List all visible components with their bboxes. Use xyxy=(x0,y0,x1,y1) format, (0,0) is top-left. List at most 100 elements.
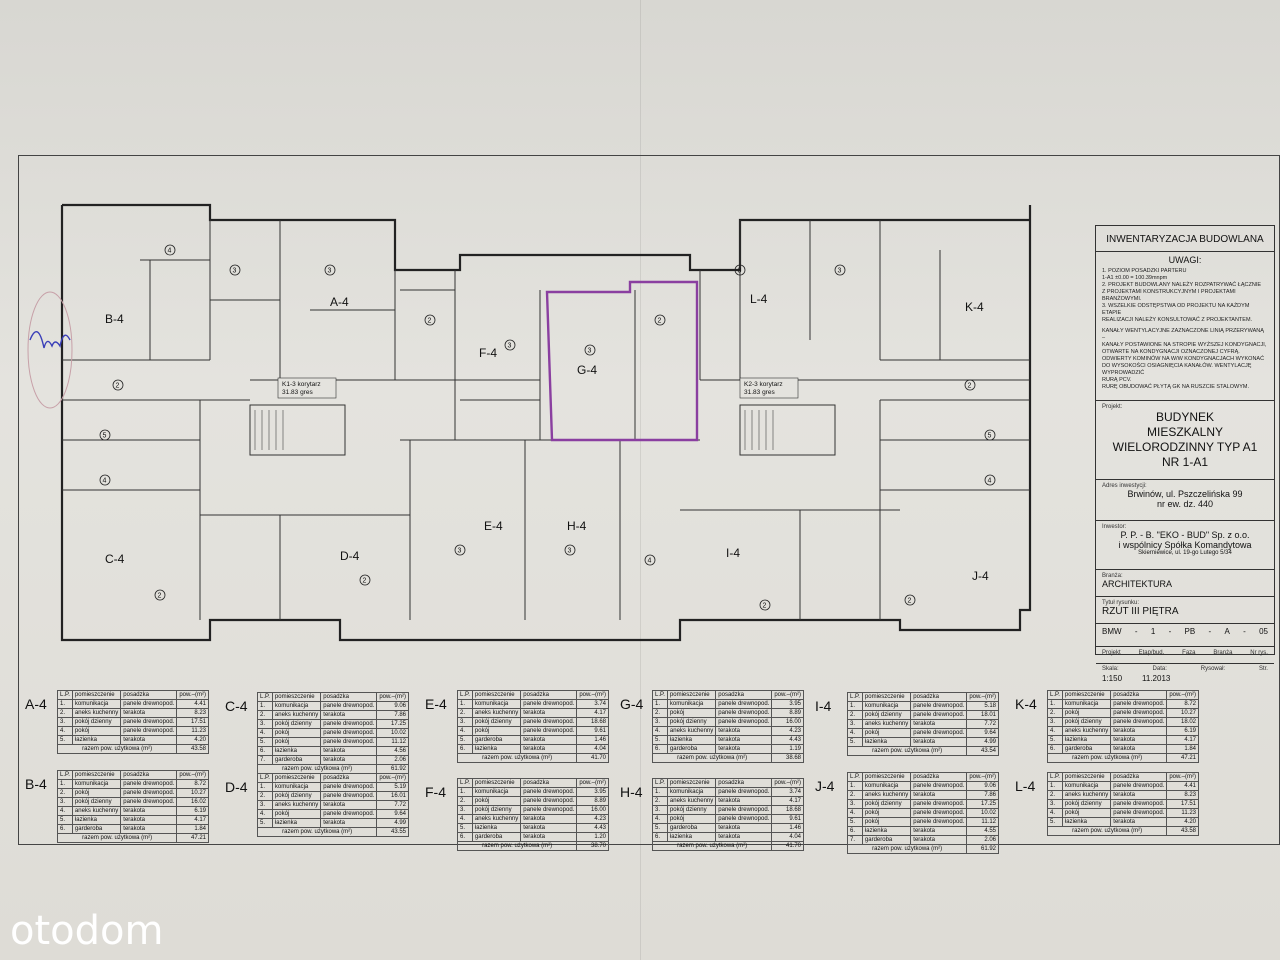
table-cell: 11.23 xyxy=(1166,808,1199,818)
note-line: RURĘ OBUDOWAĆ PŁYTĄ GK NA RUSZCIE STALOW… xyxy=(1102,384,1249,390)
svg-text:3: 3 xyxy=(508,343,512,350)
table-cell: 1.46 xyxy=(771,823,804,833)
table-cell: panele drewnopod. xyxy=(715,814,773,824)
table-cell: 4. xyxy=(457,726,473,736)
table-header-cell: posadzka xyxy=(910,772,968,782)
table-cell: łazienka xyxy=(71,815,122,825)
table-cell: panele drewnopod. xyxy=(910,817,968,827)
table-cell: terakota xyxy=(910,719,968,729)
drawn-by-label: Rysował: xyxy=(1200,666,1226,672)
code-label: Projekt xyxy=(1102,650,1121,656)
address-line: nr ew. dz. 440 xyxy=(1156,499,1214,509)
code-part: BMW xyxy=(1102,627,1122,636)
table-cell: 2. xyxy=(57,788,73,798)
table-cell: 4.17 xyxy=(176,815,209,825)
table-cell: panele drewnopod. xyxy=(320,719,378,729)
table-cell: komunikacja xyxy=(271,782,322,792)
table-cell: 4.43 xyxy=(576,823,609,833)
table-header-cell: pomieszczenie xyxy=(271,773,322,783)
total-label: razem pow. użytkowa (m²) xyxy=(651,753,773,763)
table-cell: 5. xyxy=(457,823,473,833)
table-cell: 9.06 xyxy=(966,781,999,791)
table-cell: 2. xyxy=(652,708,668,718)
table-cell: panele drewnopod. xyxy=(910,728,968,738)
table-cell: aneks kuchenny xyxy=(1061,790,1112,800)
table-cell: 10.27 xyxy=(176,788,209,798)
table-cell: panele drewnopod. xyxy=(120,717,178,727)
apartment-label: A-4 xyxy=(330,295,349,309)
total-label: razem pow. użytkowa (m²) xyxy=(1046,753,1168,763)
table-cell: 4.55 xyxy=(966,826,999,836)
table-cell: 1.46 xyxy=(576,735,609,745)
table-cell: 1.84 xyxy=(1166,744,1199,754)
table-cell: 4. xyxy=(652,814,668,824)
table-cell: panele drewnopod. xyxy=(520,796,578,806)
table-cell: 4. xyxy=(1047,808,1063,818)
table-cell: terakota xyxy=(1110,744,1168,754)
table-cell: komunikacja xyxy=(71,699,122,709)
table-cell: pokój xyxy=(861,817,912,827)
table-header-cell: pow.–(m²) xyxy=(771,690,804,700)
table-cell: 3. xyxy=(57,797,73,807)
project-line: MIESZKALNY xyxy=(1146,425,1224,439)
table-cell: 1.20 xyxy=(576,832,609,842)
table-cell: komunikacja xyxy=(271,701,322,711)
table-header-cell: pow.–(m²) xyxy=(176,770,209,780)
table-cell: 2. xyxy=(457,796,473,806)
table-cell: 9.61 xyxy=(771,814,804,824)
table-cell: garderoba xyxy=(861,835,912,845)
table-cell: 9.61 xyxy=(576,726,609,736)
table-cell: 8.89 xyxy=(576,796,609,806)
table-header-cell: pow.–(m²) xyxy=(771,778,804,788)
table-cell: panele drewnopod. xyxy=(120,779,178,789)
table-cell: terakota xyxy=(910,737,968,747)
table-header-cell: pomieszczenie xyxy=(1061,772,1112,782)
table-cell: terakota xyxy=(1110,817,1168,827)
table-cell: terakota xyxy=(120,815,178,825)
table-header-cell: pow.–(m²) xyxy=(576,690,609,700)
table-header-cell: posadzka xyxy=(520,778,578,788)
table-cell: 5. xyxy=(57,815,73,825)
table-cell: komunikacja xyxy=(666,699,717,709)
table-cell: pokój dzienny xyxy=(1061,717,1112,727)
table-cell: pokój dzienny xyxy=(1061,799,1112,809)
table-cell: panele drewnopod. xyxy=(715,708,773,718)
unit-table-label: A-4 xyxy=(25,696,47,712)
total-value: 43.54 xyxy=(966,746,999,756)
table-cell: 3. xyxy=(257,719,273,729)
table-cell: 5. xyxy=(57,735,73,745)
table-cell: terakota xyxy=(320,755,378,765)
svg-text:2: 2 xyxy=(763,603,767,610)
svg-text:2: 2 xyxy=(428,318,432,325)
table-cell: 1.84 xyxy=(176,824,209,834)
table-cell: terakota xyxy=(120,735,178,745)
table-cell: terakota xyxy=(320,818,378,828)
table-cell: komunikacja xyxy=(471,699,522,709)
table-cell: 4.17 xyxy=(576,708,609,718)
table-header-cell: pomieszczenie xyxy=(471,778,522,788)
table-cell: pokój xyxy=(71,726,122,736)
total-label: razem pow. użytkowa (m²) xyxy=(1046,826,1168,836)
table-cell: 9.64 xyxy=(966,728,999,738)
code-part: A xyxy=(1224,627,1230,636)
table-cell: łazienka xyxy=(471,823,522,833)
